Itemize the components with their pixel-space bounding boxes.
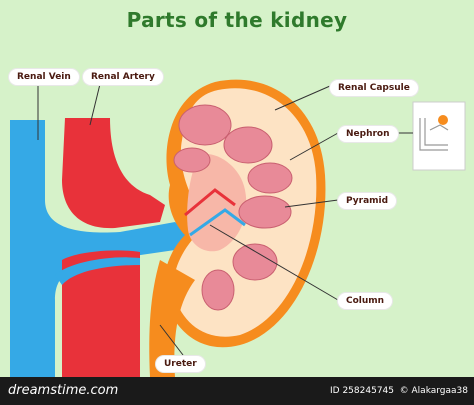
label-nephron: Nephron (338, 126, 398, 142)
diagram-title: Parts of the kidney (126, 8, 348, 32)
nephron-glomerulus (438, 115, 448, 125)
pyramid-2 (223, 126, 273, 164)
footer-author: © Alakargaa38 (399, 386, 468, 396)
pyramid-3 (247, 162, 293, 194)
renal-artery-shape (62, 118, 165, 229)
renal-artery-lower-shape (62, 250, 140, 377)
pyramids-group (173, 104, 293, 311)
label-renal-capsule: Renal Capsule (330, 80, 418, 96)
nephron-inset-box (412, 101, 466, 171)
footer-id: ID 258245745 (330, 386, 394, 396)
label-renal-artery: Renal Artery (83, 69, 163, 85)
nephron-inset-drawing (419, 118, 449, 151)
pyramid-7 (173, 147, 211, 173)
pyramid-5 (232, 243, 278, 281)
label-ureter: Ureter (156, 356, 205, 372)
internal-vessels (184, 188, 246, 237)
footer-bar: dreamstime.com ID 258245745 © Alakargaa3… (0, 377, 474, 405)
label-renal-vein: Renal Vein (9, 69, 79, 85)
renal-vein-shape (10, 120, 190, 377)
pyramid-4 (238, 195, 292, 229)
ureter-shape (149, 260, 195, 377)
leader-lines (37, 83, 413, 356)
pyramid-6 (201, 269, 235, 311)
label-column: Column (338, 293, 393, 309)
pyramid-1 (178, 104, 232, 146)
vein-lower-branch-shape (55, 257, 140, 285)
footer-brand: dreamstime.com (8, 383, 119, 398)
label-pyramid: Pyramid (338, 193, 397, 209)
